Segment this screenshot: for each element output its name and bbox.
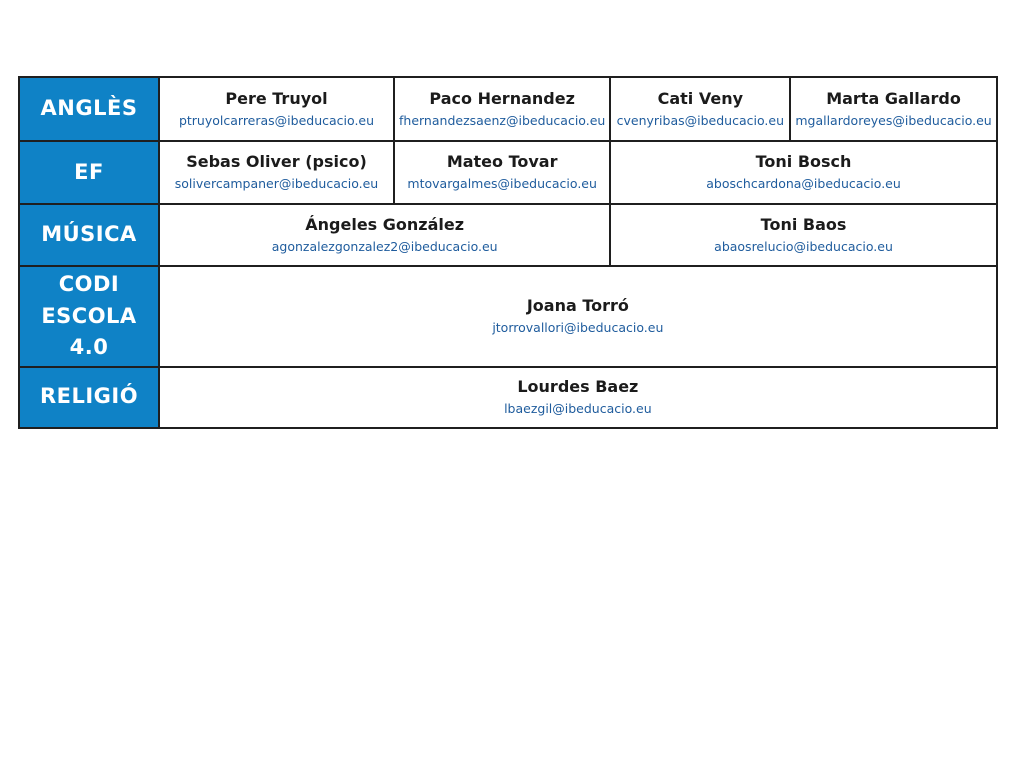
staff-cell: Ángeles González agonzalezgonzalez2@ibed…: [157, 203, 612, 267]
table-row-religio: RELIGIÓ Lourdes Baez lbaezgil@ibeducacio…: [18, 365, 998, 429]
staff-name: Paco Hernandez: [429, 88, 575, 108]
staff-cell: Lourdes Baez lbaezgil@ibeducacio.eu: [158, 365, 998, 429]
staff-email[interactable]: solivercampaner@ibeducacio.eu: [174, 176, 379, 192]
staff-contact-table: ANGLÈS Pere Truyol ptruyolcarreras@ibedu…: [18, 76, 998, 429]
staff-name: Ángeles González: [305, 214, 465, 234]
staff-email[interactable]: agonzalezgonzalez2@ibeducacio.eu: [271, 238, 498, 254]
staff-cell: Joana Torró jtorrovallori@ibeducacio.eu: [158, 265, 998, 368]
staff-name: Lourdes Baez: [517, 376, 639, 396]
staff-cell: Paco Hernandez fhernandezsaenz@ibeducaci…: [392, 76, 612, 142]
staff-cell: Cati Veny cvenyribas@ibeducacio.eu: [609, 76, 792, 142]
staff-name: Toni Baos: [760, 214, 847, 234]
staff-name: Marta Gallardo: [826, 88, 961, 108]
staff-name: Joana Torró: [526, 296, 629, 316]
staff-cell: Sebas Oliver (psico) solivercampaner@ibe…: [158, 140, 395, 205]
staff-email[interactable]: mtovargalmes@ibeducacio.eu: [407, 176, 597, 192]
table-row-angles: ANGLÈS Pere Truyol ptruyolcarreras@ibedu…: [18, 76, 998, 142]
staff-email[interactable]: mgallardoreyes@ibeducacio.eu: [795, 112, 992, 128]
staff-name: Cati Veny: [657, 88, 744, 108]
row-header-religio: RELIGIÓ: [18, 365, 160, 429]
staff-cell: Toni Bosch aboschcardona@ibeducacio.eu: [609, 140, 998, 205]
row-header-angles: ANGLÈS: [18, 76, 160, 142]
staff-cell: Toni Baos abaosrelucio@ibeducacio.eu: [609, 203, 998, 267]
staff-email[interactable]: abaosrelucio@ibeducacio.eu: [714, 238, 893, 254]
row-header-ef: EF: [18, 140, 160, 205]
table-row-codi-escola: CODI ESCOLA 4.0 Joana Torró jtorrovallor…: [18, 265, 998, 368]
staff-name: Mateo Tovar: [446, 152, 558, 172]
staff-email[interactable]: lbaezgil@ibeducacio.eu: [504, 400, 652, 416]
staff-email[interactable]: aboschcardona@ibeducacio.eu: [706, 176, 901, 192]
table-row-musica: MÚSICA Ángeles González agonzalezgonzale…: [18, 203, 998, 267]
row-header-codi-escola: CODI ESCOLA 4.0: [18, 265, 160, 368]
row-header-musica: MÚSICA: [18, 203, 160, 267]
staff-name: Sebas Oliver (psico): [186, 152, 367, 172]
staff-name: Pere Truyol: [225, 88, 328, 108]
table-row-ef: EF Sebas Oliver (psico) solivercampaner@…: [18, 140, 998, 205]
staff-cell: Pere Truyol ptruyolcarreras@ibeducacio.e…: [158, 76, 395, 142]
staff-email[interactable]: jtorrovallori@ibeducacio.eu: [492, 319, 664, 335]
staff-cell: Mateo Tovar mtovargalmes@ibeducacio.eu: [392, 140, 612, 205]
staff-name: Toni Bosch: [755, 152, 852, 172]
staff-email[interactable]: cvenyribas@ibeducacio.eu: [616, 112, 784, 128]
staff-cell: Marta Gallardo mgallardoreyes@ibeducacio…: [789, 76, 998, 142]
staff-email[interactable]: fhernandezsaenz@ibeducacio.eu: [399, 112, 606, 128]
staff-email[interactable]: ptruyolcarreras@ibeducacio.eu: [178, 112, 375, 128]
